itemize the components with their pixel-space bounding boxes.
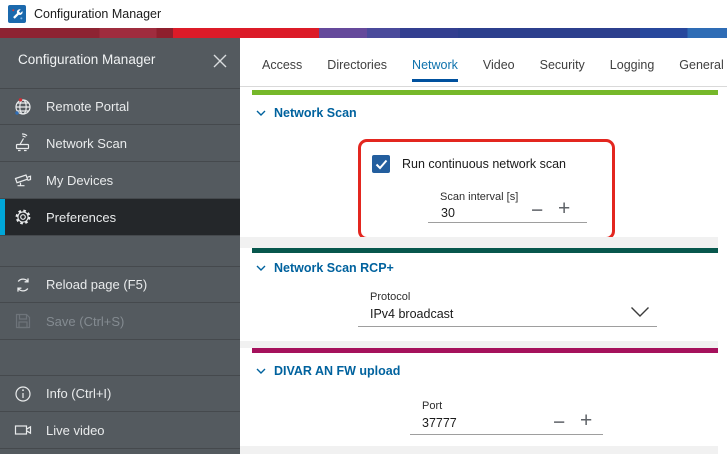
network-scan-icon <box>13 133 33 153</box>
video-camera-icon <box>13 420 33 440</box>
sidebar-action-label: Save (Ctrl+S) <box>46 313 125 329</box>
tab-directories[interactable]: Directories <box>327 58 388 72</box>
section-gap <box>240 446 718 454</box>
protocol-value[interactable]: IPv4 broadcast <box>370 307 454 321</box>
tab-security[interactable]: Security <box>539 58 585 72</box>
sidebar-action-reload[interactable]: Reload page (F5) <box>0 266 240 303</box>
section-gap <box>240 237 718 248</box>
green-accent-bar <box>252 90 718 95</box>
sidebar-item-label: Preferences <box>46 209 117 225</box>
protocol-dropdown-chevron-icon[interactable] <box>630 305 650 323</box>
protocol-underline <box>358 326 657 327</box>
scan-interval-label: Scan interval [s] <box>440 191 519 203</box>
tabs-divider <box>240 86 727 87</box>
sidebar-item-label: Network Scan <box>46 135 127 151</box>
sidebar-item-label: Remote Portal <box>46 99 130 114</box>
cctv-camera-icon <box>13 170 33 190</box>
red-annotation-box <box>358 139 615 240</box>
tab-network[interactable]: Network <box>412 50 458 84</box>
port-decrement-button[interactable]: − <box>553 411 566 434</box>
sidebar-item-label: My Devices <box>46 172 114 188</box>
port-value[interactable]: 37777 <box>422 416 457 430</box>
sidebar-title: Configuration Manager <box>18 52 156 67</box>
reload-icon <box>13 275 33 295</box>
sidebar-item-info[interactable]: Info (Ctrl+I) <box>0 375 240 412</box>
section-title: Network Scan RCP+ <box>274 261 394 275</box>
tab-access[interactable]: Access <box>262 58 303 72</box>
close-icon[interactable] <box>208 49 232 73</box>
gear-icon <box>13 207 33 227</box>
save-icon <box>13 311 33 331</box>
tab-logging[interactable]: Logging <box>609 58 655 72</box>
scan-interval-underline <box>428 222 587 223</box>
sidebar-item-live-video[interactable]: Live video <box>0 412 240 449</box>
title-bar: Configuration Manager <box>0 0 727 28</box>
port-underline <box>410 434 603 435</box>
section-header-network-scan[interactable]: Network Scan <box>256 106 357 120</box>
sidebar-item-preferences[interactable]: Preferences <box>0 199 240 236</box>
sidebar: Configuration Manager Remote Portal Netw… <box>0 38 240 454</box>
brand-supergraphic-band <box>0 28 727 38</box>
sidebar-action-label: Reload page (F5) <box>46 277 148 292</box>
checkbox-label: Run continuous network scan <box>402 157 566 171</box>
sidebar-item-network-scan[interactable]: Network Scan <box>0 125 240 162</box>
window-title: Configuration Manager <box>34 7 162 21</box>
tab-video[interactable]: Video <box>482 58 515 72</box>
scan-interval-decrement-button[interactable]: − <box>531 199 544 222</box>
info-icon <box>13 384 33 404</box>
teal-accent-bar <box>252 248 718 253</box>
sidebar-item-label: Live video <box>46 422 105 438</box>
sidebar-item-my-devices[interactable]: My Devices <box>0 162 240 199</box>
chevron-down-icon <box>256 265 266 271</box>
globe-icon <box>13 97 33 117</box>
scan-interval-increment-button[interactable]: + <box>558 197 571 220</box>
chevron-down-icon <box>256 368 266 374</box>
section-gap <box>240 341 718 348</box>
run-continuous-scan-checkbox[interactable] <box>372 155 390 173</box>
check-icon <box>375 159 387 169</box>
sidebar-item-remote-portal[interactable]: Remote Portal <box>0 88 240 125</box>
app-logo-icon <box>8 5 26 23</box>
scan-interval-value[interactable]: 30 <box>441 206 455 220</box>
sidebar-action-save[interactable]: Save (Ctrl+S) <box>0 303 240 340</box>
section-header-divar[interactable]: DIVAR AN FW upload <box>256 364 400 378</box>
tab-general[interactable]: General <box>679 58 724 72</box>
tab-bar: Access Directories Network Video Securit… <box>262 50 724 84</box>
section-title: Network Scan <box>274 106 357 120</box>
protocol-label: Protocol <box>370 291 411 303</box>
main-content: Access Directories Network Video Securit… <box>240 38 727 454</box>
port-increment-button[interactable]: + <box>580 409 593 432</box>
port-label: Port <box>422 400 443 412</box>
sidebar-header: Configuration Manager <box>0 38 240 88</box>
sidebar-item-label: Info (Ctrl+I) <box>46 386 112 401</box>
section-header-rcp[interactable]: Network Scan RCP+ <box>256 261 394 275</box>
chevron-down-icon <box>256 110 266 116</box>
magenta-accent-bar <box>252 348 718 353</box>
section-title: DIVAR AN FW upload <box>274 364 401 378</box>
